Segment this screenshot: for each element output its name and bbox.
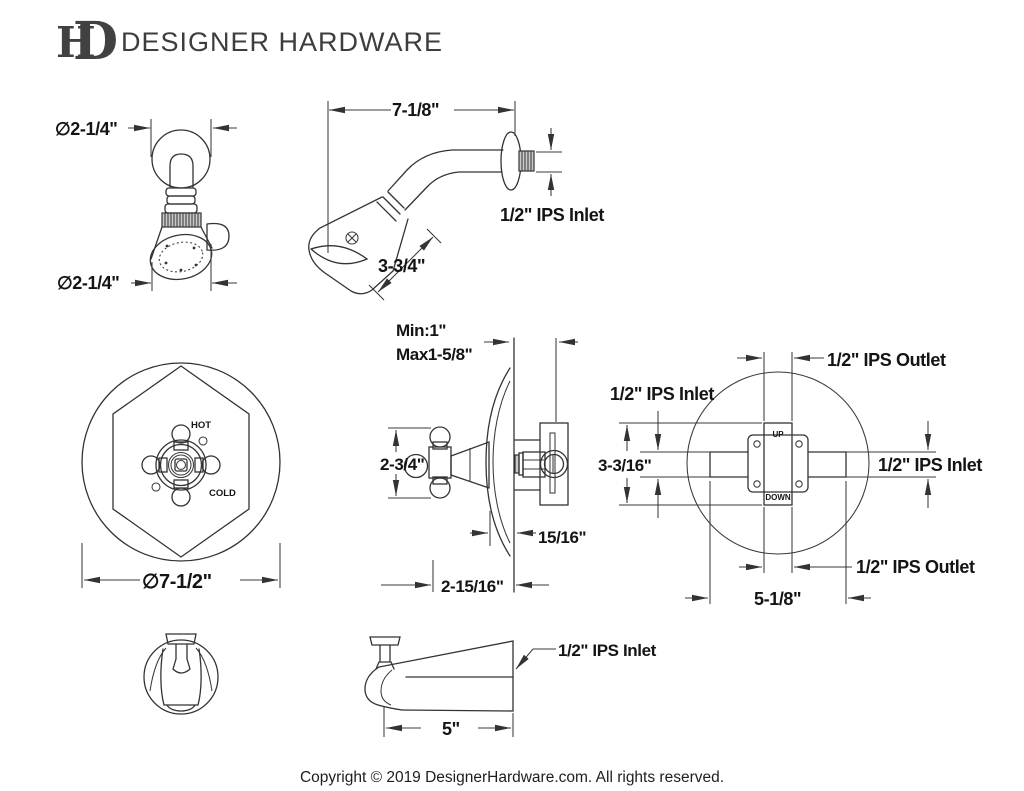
escutcheon-diameter-dim: ∅7-1/2"	[142, 571, 212, 593]
body-height-dim: 3-3/16"	[598, 456, 651, 475]
copyright-notice: Copyright © 2019 DesignerHardware.com. A…	[300, 769, 724, 786]
valve-body	[763, 422, 793, 506]
down-label: DOWN	[765, 493, 791, 502]
logo-monogram-h: H	[56, 18, 96, 67]
escutcheon-front-view: HOT COLD ∅7-1/2"	[81, 362, 281, 593]
depth-dim: 15/16"	[538, 528, 586, 547]
up-label: UP	[772, 430, 784, 439]
showerhead-profile	[308, 196, 409, 295]
handle-ball-right	[201, 455, 221, 475]
logo-monogram-d: D	[73, 11, 118, 72]
head-length-dim: 3-3/4"	[378, 256, 425, 276]
spout-front-view	[143, 633, 219, 715]
spray-holes	[164, 244, 198, 272]
inlet-right-label: 1/2" IPS Inlet	[878, 455, 982, 475]
diverter-cap	[369, 636, 401, 646]
cold-label: COLD	[209, 488, 236, 499]
handle-front-ball	[403, 453, 429, 479]
showerhead-face-diameter: ∅2-1/4"	[57, 273, 119, 293]
max-depth-dim: Max1-5/8"	[396, 345, 472, 364]
escutcheon-profile	[485, 367, 511, 557]
showerhead-flange-diameter: ∅2-1/4"	[55, 119, 117, 139]
rough-in-valve-view: UP DOWN 1/2" IPS Outlet 1/2" IPS Outlet …	[598, 350, 983, 609]
inlet-left-label: 1/2" IPS Inlet	[610, 384, 714, 404]
shower-arm-view: 7-1/8" 3-3/4" 1/2" IPS Inlet	[308, 100, 605, 301]
valve-trim-side-view: Min:1" Max1-5/8" 2-3/4"	[380, 321, 587, 596]
arm-inlet-label: 1/2" IPS Inlet	[500, 205, 604, 225]
arm-thread	[518, 150, 535, 172]
hot-label: HOT	[191, 420, 211, 431]
arm-flange	[500, 131, 522, 191]
volume-knob	[206, 222, 230, 251]
outlet-bottom-label: 1/2" IPS Outlet	[856, 557, 975, 577]
spout-inlet-label: 1/2" IPS Inlet	[558, 641, 657, 660]
handle-ball-top	[171, 424, 191, 444]
min-depth-dim: Min:1"	[396, 321, 446, 340]
tub-spout-side-view: 1/2" IPS Inlet 5"	[364, 636, 657, 739]
handle-height-dim: 2-3/4"	[380, 455, 424, 474]
total-depth-dim: 2-15/16"	[441, 577, 504, 596]
arm-length-dim: 7-1/8"	[392, 100, 439, 120]
spout-length-dim: 5"	[442, 719, 460, 739]
valve-plate	[747, 434, 809, 493]
brand-name: DESIGNER HARDWARE	[121, 27, 443, 57]
showerhead-front-view: ∅2-1/4" ∅2-1/4"	[55, 119, 237, 293]
brand-logo: H D DESIGNER HARDWARE	[56, 11, 443, 72]
diverter-knob	[165, 633, 197, 645]
handle-ball-bottom	[171, 487, 191, 507]
valve-width-dim: 5-1/8"	[754, 589, 801, 609]
outlet-top-label: 1/2" IPS Outlet	[827, 350, 946, 370]
handle-ball-left	[141, 455, 161, 475]
